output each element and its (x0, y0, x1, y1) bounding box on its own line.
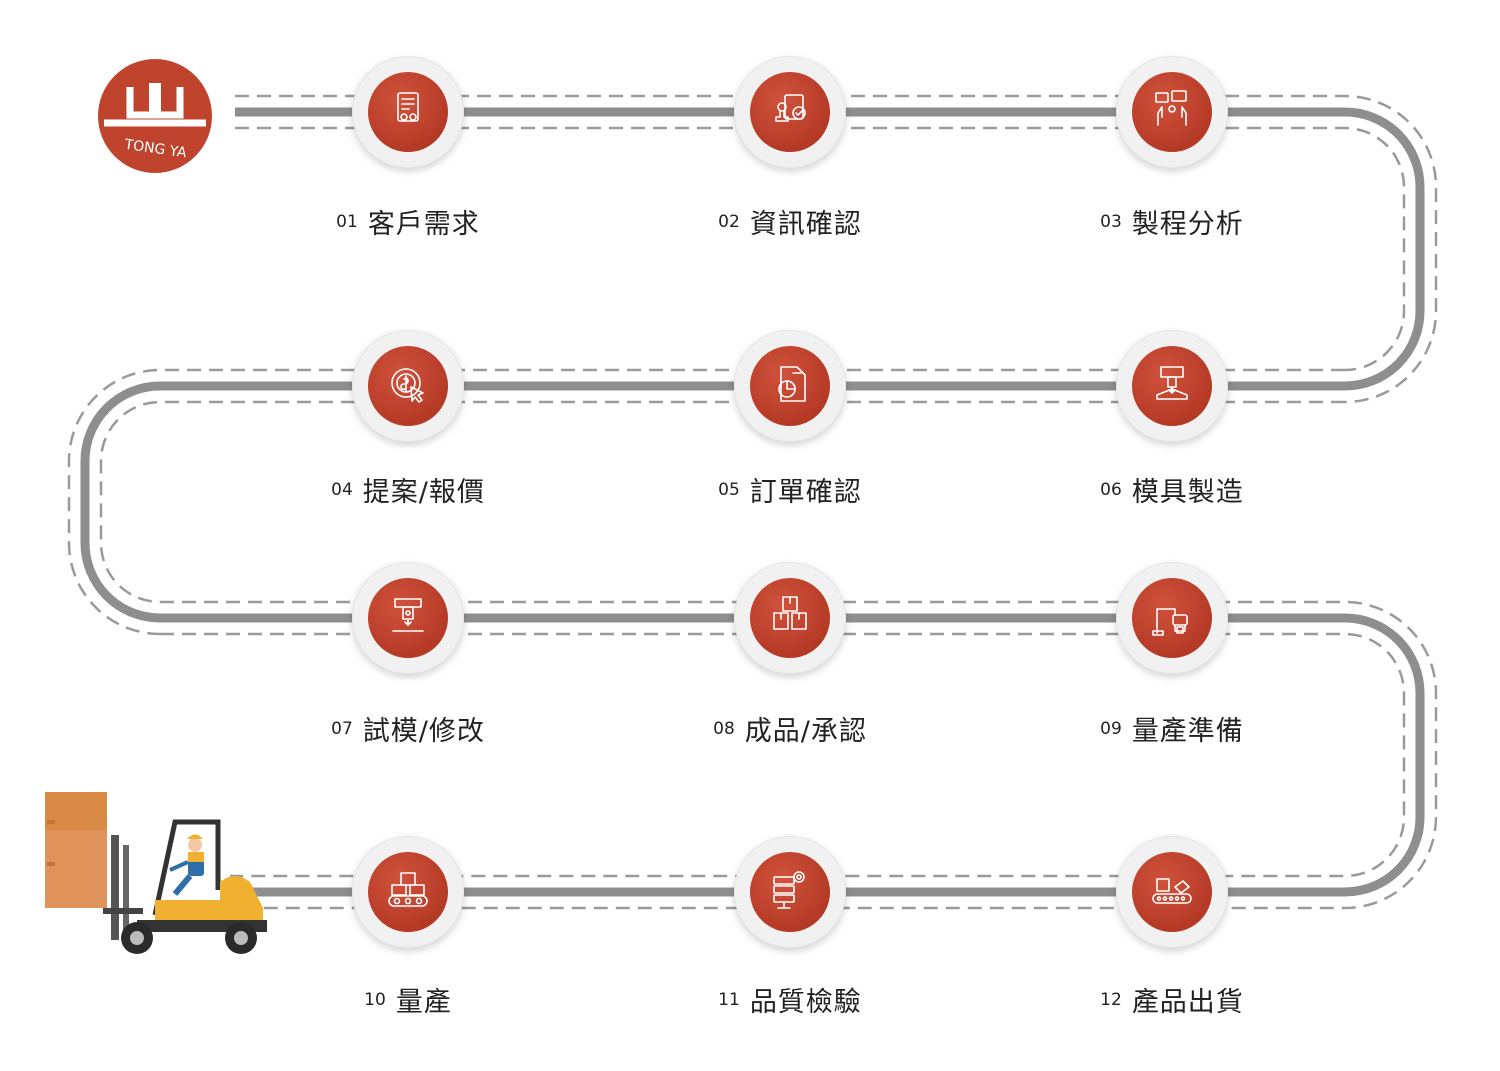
road-outer-dash (67, 94, 1438, 910)
server-gear-icon (763, 863, 817, 921)
step-label-03: 03 製程分析 (1052, 202, 1292, 241)
step-name: 資訊確認 (749, 209, 862, 240)
step-label-11: 11 品質檢驗 (670, 980, 910, 1019)
step-node-inner (750, 578, 830, 658)
step-name: 製程分析 (1131, 209, 1244, 240)
step-node-inner (368, 578, 448, 658)
step-label-07: 07 試模/修改 (288, 709, 528, 748)
step-node-03 (1116, 56, 1228, 168)
step-node-02 (734, 56, 846, 168)
drill-press-icon (381, 589, 435, 647)
step-name: 試模/修改 (362, 716, 485, 747)
step-node-inner (368, 72, 448, 152)
pie-chart-report-icon (763, 357, 817, 415)
shipping-conveyor-icon (1145, 863, 1199, 921)
step-node-inner (368, 852, 448, 932)
step-node-04 (352, 330, 464, 442)
step-number: 12 (1100, 989, 1122, 1010)
press-machine-icon (1145, 357, 1199, 415)
discussion-hands-icon (1145, 83, 1199, 141)
tong-ya-logo: TONG YA (96, 57, 214, 179)
road-center-line (80, 107, 1425, 897)
step-node-inner (1132, 72, 1212, 152)
step-node-12 (1116, 836, 1228, 948)
step-name: 產品出貨 (1131, 987, 1244, 1018)
step-name: 量產準備 (1131, 716, 1244, 747)
forklift-illustration (45, 790, 270, 959)
step-number: 11 (718, 989, 740, 1010)
step-label-04: 04 提案/報價 (288, 470, 528, 509)
stacked-boxes-icon (763, 589, 817, 647)
step-name: 客戶需求 (367, 209, 480, 240)
step-name: 模具製造 (1131, 477, 1244, 508)
step-number: 06 (1100, 479, 1122, 500)
step-label-02: 02 資訊確認 (670, 202, 910, 241)
conveyor-box-icon (381, 863, 435, 921)
step-name: 提案/報價 (362, 477, 485, 508)
step-node-05 (734, 330, 846, 442)
document-gear-icon (381, 83, 435, 141)
step-node-inner (750, 72, 830, 152)
step-node-01 (352, 56, 464, 168)
price-target-click-icon (381, 357, 435, 415)
step-label-09: 09 量產準備 (1052, 709, 1292, 748)
step-label-10: 10 量產 (288, 980, 528, 1019)
step-node-06 (1116, 330, 1228, 442)
step-name: 成品/承認 (744, 716, 867, 747)
step-node-07 (352, 562, 464, 674)
step-number: 01 (336, 211, 358, 232)
step-label-05: 05 訂單確認 (670, 470, 910, 509)
step-node-11 (734, 836, 846, 948)
step-number: 08 (713, 718, 735, 739)
step-number: 02 (718, 211, 740, 232)
step-number: 10 (364, 989, 386, 1010)
step-label-01: 01 客戶需求 (288, 202, 528, 241)
step-number: 03 (1100, 211, 1122, 232)
step-node-inner (750, 346, 830, 426)
step-number: 09 (1100, 718, 1122, 739)
step-node-inner (750, 852, 830, 932)
step-label-12: 12 產品出貨 (1052, 980, 1292, 1019)
step-number: 07 (331, 718, 353, 739)
step-number: 05 (718, 479, 740, 500)
step-node-10 (352, 836, 464, 948)
step-node-inner (1132, 346, 1212, 426)
step-node-inner (1132, 578, 1212, 658)
step-label-08: 08 成品/承認 (670, 709, 910, 748)
step-node-inner (368, 346, 448, 426)
step-name: 品質檢驗 (749, 987, 862, 1018)
step-name: 訂單確認 (749, 477, 862, 508)
step-number: 04 (331, 479, 353, 500)
stamp-document-icon (763, 83, 817, 141)
step-node-inner (1132, 852, 1212, 932)
step-node-08 (734, 562, 846, 674)
road-inner-dash (99, 126, 1406, 878)
step-label-06: 06 模具製造 (1052, 470, 1292, 509)
step-name: 量產 (395, 987, 452, 1018)
step-node-09 (1116, 562, 1228, 674)
robot-arm-icon (1145, 589, 1199, 647)
